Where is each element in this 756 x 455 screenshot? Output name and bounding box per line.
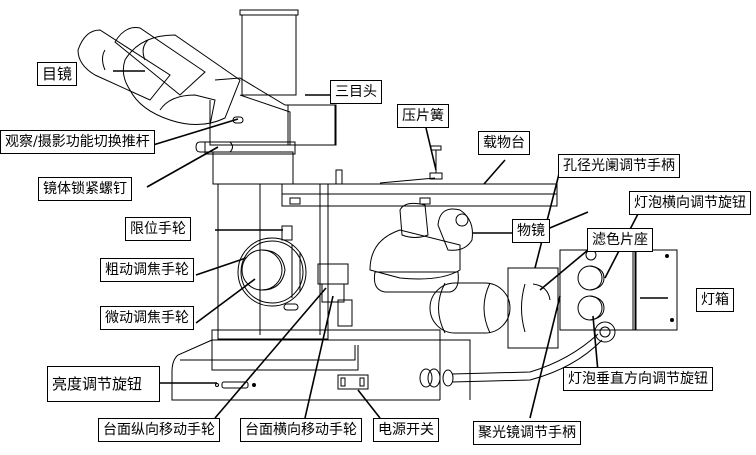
label-stage-transverse-wheel: 台面横向移动手轮: [240, 418, 362, 442]
focus-knobs: [237, 225, 307, 311]
label-filter-holder: 滤色片座: [587, 228, 653, 252]
photo-tube: [239, 9, 299, 96]
label-objective: 物镜: [512, 219, 550, 243]
base: [171, 329, 471, 401]
label-bulb-vertical-knob: 灯泡垂直方向调节旋钮: [563, 367, 713, 391]
label-body-lock-screw: 镜体锁紧螺钉: [38, 177, 132, 201]
label-limit-wheel: 限位手轮: [125, 217, 191, 241]
lamp-cable: [419, 333, 603, 388]
label-bulb-horizontal-knob: 灯泡横向调节旋钮: [629, 191, 751, 215]
label-stage: 载物台: [478, 131, 530, 155]
label-fine-focus-wheel: 微动调焦手轮: [100, 306, 194, 330]
nosepiece: [369, 202, 473, 293]
label-stage-clip: 压片簧: [397, 104, 449, 128]
label-eyepiece: 目镜: [37, 62, 78, 86]
label-trinocular-head: 三目头: [330, 80, 382, 104]
lamp-house-box: [559, 249, 678, 343]
column: [212, 151, 329, 340]
label-aperture-diaphragm-lever: 孔径光阑调节手柄: [558, 154, 680, 178]
label-brightness-knob: 亮度调节旋钮: [47, 366, 160, 402]
label-power-switch: 电源开关: [373, 418, 439, 442]
leader-lines: [113, 70, 668, 419]
label-stage-longitudinal-wheel: 台面纵向移动手轮: [98, 418, 220, 442]
label-condenser-lever: 聚光镜调节手柄: [473, 421, 581, 445]
label-coarse-focus-wheel: 粗动调焦手轮: [100, 258, 194, 282]
eyepiece-tubes: [77, 27, 241, 126]
stage-knobs: [317, 263, 353, 327]
illuminator: [429, 267, 559, 349]
stage-plate: [281, 145, 558, 207]
label-observe-photo-switch-lever: 观察/摄影功能切换推杆: [0, 130, 155, 154]
label-lamp-house: 灯箱: [696, 288, 734, 312]
head-body: [195, 77, 337, 155]
